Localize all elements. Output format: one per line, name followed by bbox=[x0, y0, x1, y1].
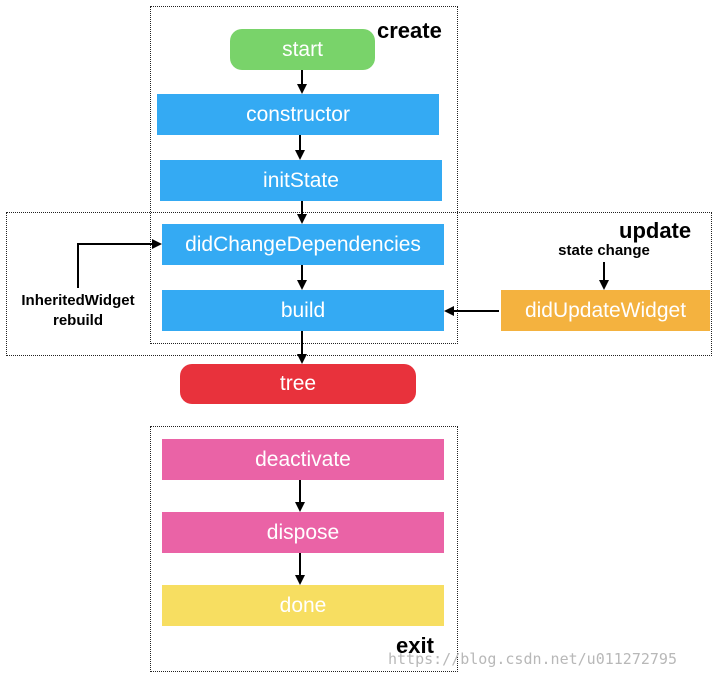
tree-node: tree bbox=[180, 364, 416, 404]
constructor-node: constructor bbox=[157, 94, 439, 135]
update-label: update bbox=[619, 218, 692, 243]
state-change-label: state change bbox=[558, 242, 650, 259]
done-node: done bbox=[162, 585, 444, 626]
initstate-node: initState bbox=[160, 160, 442, 201]
exit-label: exit bbox=[396, 633, 434, 658]
inherited-widget-line2: rebuild bbox=[52, 312, 103, 329]
arrow-inherited-didchange bbox=[77, 239, 162, 288]
didchangedependencies-node: didChangeDependencies bbox=[162, 224, 444, 265]
inherited-widget-label: InheritedWidget rebuild bbox=[8, 291, 148, 331]
build-node: build bbox=[162, 290, 444, 331]
start-node: start bbox=[230, 29, 375, 70]
dispose-node: dispose bbox=[162, 512, 444, 553]
watermark: https://blog.csdn.net/u011272795 bbox=[388, 650, 677, 668]
update-region bbox=[6, 212, 712, 356]
inherited-widget-line1: InheritedWidget bbox=[21, 292, 135, 309]
create-region bbox=[150, 6, 458, 344]
didupdatewidget-node: didUpdateWidget bbox=[501, 290, 710, 331]
exit-region bbox=[150, 426, 458, 672]
create-label: create bbox=[377, 18, 442, 43]
deactivate-node: deactivate bbox=[162, 439, 444, 480]
